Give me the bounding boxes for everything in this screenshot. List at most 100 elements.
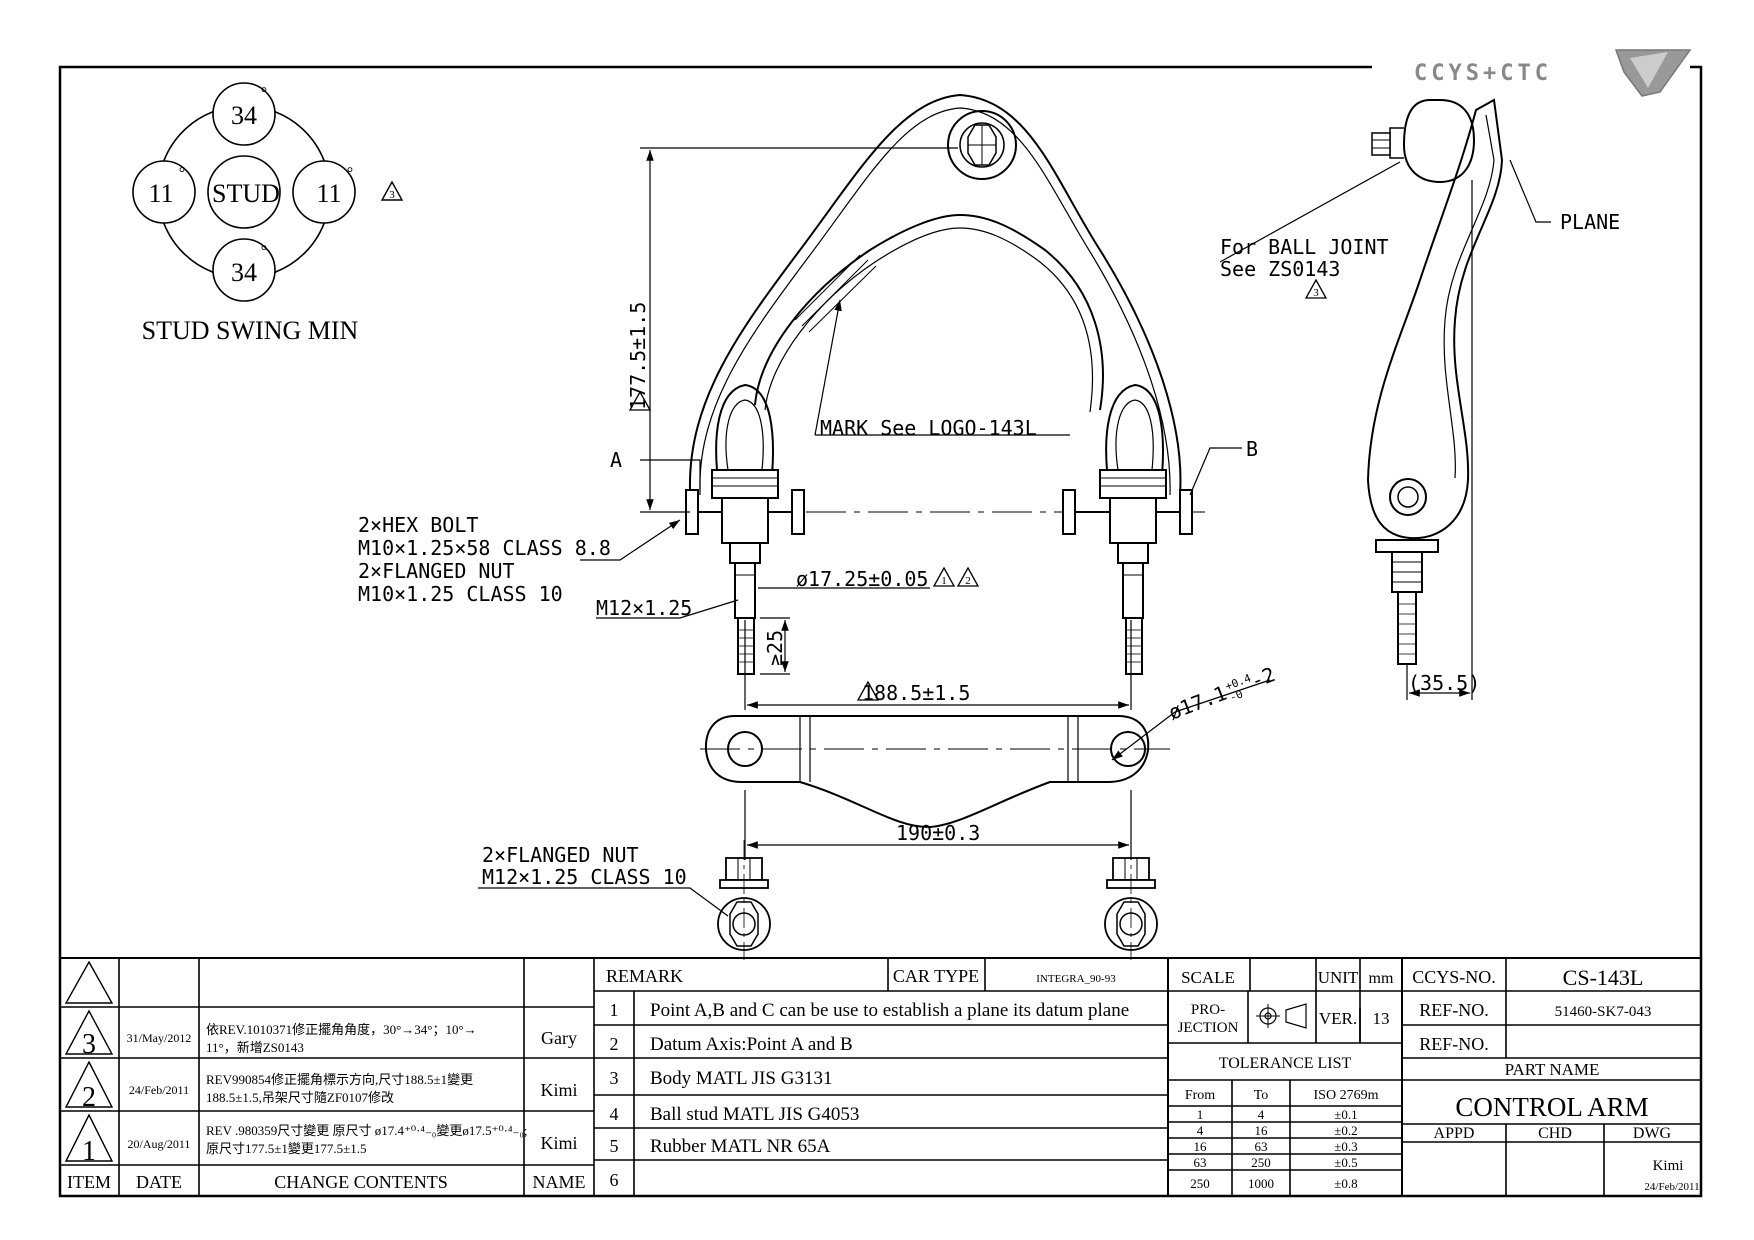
svg-text:±0.5: ±0.5 <box>1334 1155 1357 1170</box>
tolerance-title: TOLERANCE LIST <box>1219 1055 1352 1072</box>
remark-1-text: Point A,B and C can be use to establish … <box>650 1000 1129 1021</box>
svg-text:4: 4 <box>1197 1123 1204 1138</box>
scale-label: SCALE <box>1181 968 1235 987</box>
svg-text:4: 4 <box>1258 1107 1265 1122</box>
remark-1-no: 1 <box>610 1000 619 1020</box>
stud-swing-labels: 34 34 11 11 ° ° ° ° STUD 3 STUD SWING MI… <box>142 85 396 345</box>
svg-text:°: ° <box>347 165 353 182</box>
part-name-label: PART NAME <box>1505 1060 1600 1079</box>
swing-bottom-value: 34 <box>231 258 257 287</box>
flanged-nut-2-label: 2×FLANGED NUT <box>482 843 639 867</box>
part-name-value: CONTROL ARM <box>1455 1092 1648 1122</box>
rev-1-content-2: 原尺寸177.5±1變更177.5±1.5 <box>206 1141 367 1156</box>
ref-no-value: 51460-SK7-043 <box>1555 1004 1652 1020</box>
chd-label: CHD <box>1538 1125 1572 1142</box>
swing-left-value: 11 <box>148 179 173 208</box>
ball-joint-ref: See ZS0143 <box>1220 257 1340 281</box>
svg-text:CCYS+CTC: CCYS+CTC <box>1414 61 1552 86</box>
remark-2-text: Datum Axis:Point A and B <box>650 1034 853 1055</box>
sheet-border <box>58 65 1703 1198</box>
svg-text:1000: 1000 <box>1248 1176 1274 1191</box>
plane-label: PLANE <box>1560 210 1620 234</box>
svg-text:°: ° <box>261 243 267 260</box>
rev-3-date: 31/May/2012 <box>127 1031 192 1045</box>
ccys-no-label: CCYS-NO. <box>1412 967 1496 987</box>
svg-text:63: 63 <box>1194 1155 1207 1170</box>
ref-no-label: REF-NO. <box>1419 1000 1489 1020</box>
rev-header-item: ITEM <box>67 1172 111 1192</box>
svg-text:3: 3 <box>1313 287 1319 299</box>
swing-center-label: STUD <box>212 179 280 208</box>
unit-label: UNIT <box>1318 968 1359 987</box>
flanged-nut-2-spec: M12×1.25 CLASS 10 <box>482 865 687 889</box>
ver-value: 13 <box>1373 1009 1390 1028</box>
svg-text:±0.1: ±0.1 <box>1334 1107 1357 1122</box>
swing-rev-mark: 3 <box>389 189 395 201</box>
rev-2-name: Kimi <box>540 1080 577 1100</box>
drawing-annotations: A B 2×HEX BOLT M10×1.25×58 CLASS 8.8 2×F… <box>358 210 1620 889</box>
rev-header-date: DATE <box>136 1172 182 1192</box>
svg-text:ISO 2769m: ISO 2769m <box>1314 1088 1379 1103</box>
svg-text:16: 16 <box>1194 1139 1208 1154</box>
svg-text:To: To <box>1254 1088 1269 1103</box>
dwg-date: 24/Feb/2011 <box>1644 1181 1699 1193</box>
car-type-label: CAR TYPE <box>893 966 979 986</box>
projection-label-1: PRO- <box>1191 1002 1225 1018</box>
rev-1-date: 20/Aug/2011 <box>128 1137 191 1151</box>
stud-min-dim: ≥25 <box>763 630 787 666</box>
stud-dia-dim: ø17.25±0.05 <box>796 567 928 591</box>
hex-bolt-spec: M10×1.25×58 CLASS 8.8 <box>358 536 611 560</box>
rev-2-content-1: REV990854修正擺角標示方向,尺寸188.5±1變更 <box>206 1072 473 1087</box>
remarks-table: REMARK CAR TYPE INTEGRA_90-93 1 2 3 4 5 … <box>606 966 1129 1190</box>
svg-text:±0.8: ±0.8 <box>1334 1176 1357 1191</box>
stud-swing-diagram <box>132 82 404 302</box>
rev-3-name: Gary <box>541 1028 577 1048</box>
rev-header-name: NAME <box>533 1172 586 1192</box>
ccys-no-value: CS-143L <box>1563 965 1644 990</box>
svg-text:±0.3: ±0.3 <box>1334 1139 1357 1154</box>
unit-value: mm <box>1369 970 1394 987</box>
flanged-nut-1-label: 2×FLANGED NUT <box>358 559 515 583</box>
svg-text:2: 2 <box>965 575 971 587</box>
height-dim: 177.5±1.5 <box>626 302 650 410</box>
mark-logo-label: MARK See LOGO-143L <box>820 416 1037 440</box>
svg-text:250: 250 <box>1190 1176 1210 1191</box>
projection-label-2: JECTION <box>1178 1020 1239 1036</box>
appd-label: APPD <box>1434 1125 1475 1142</box>
swing-caption: STUD SWING MIN <box>142 316 359 345</box>
remark-4-text: Ball stud MATL JIS G4053 <box>650 1104 859 1125</box>
remark-4-no: 4 <box>610 1104 619 1124</box>
control-arm-front-view <box>682 93 1205 675</box>
span-main-dim: 188.5±1.5 <box>862 681 970 705</box>
swing-top-value: 34 <box>231 101 257 130</box>
part-info-block: CCYS-NO. CS-143L REF-NO. 51460-SK7-043 R… <box>1412 965 1699 1193</box>
title-block-grid <box>60 957 1701 1196</box>
car-type-value: INTEGRA_90-93 <box>1036 973 1116 985</box>
remark-5-text: Rubber MATL NR 65A <box>650 1136 831 1157</box>
company-logo: CCYS+CTC <box>1414 49 1692 97</box>
span-nut-dim: 190±0.3 <box>896 821 980 845</box>
rev-header-content: CHANGE CONTENTS <box>274 1172 448 1192</box>
control-arm-side-view <box>1366 98 1504 665</box>
svg-text:250: 250 <box>1251 1155 1271 1170</box>
svg-text:63: 63 <box>1255 1139 1268 1154</box>
ball-joint-label: For BALL JOINT <box>1220 235 1389 259</box>
dwg-label: DWG <box>1633 1125 1672 1142</box>
svg-text:-0: -0 <box>1228 687 1245 704</box>
remark-3-text: Body MATL JIS G3131 <box>650 1068 832 1089</box>
remark-6-no: 6 <box>610 1170 619 1190</box>
svg-text:From: From <box>1185 1088 1215 1103</box>
rev-1-mark: 1 <box>82 1136 96 1167</box>
point-b-label: B <box>1246 437 1258 461</box>
hole-dia-dim: ø17.1 +0.4 -0 -2 <box>1165 662 1278 725</box>
dimension-lines <box>478 147 1551 917</box>
swing-right-value: 11 <box>316 179 341 208</box>
thread-spec-label: M12×1.25 <box>596 596 692 620</box>
rev-1-name: Kimi <box>540 1133 577 1153</box>
side-offset-dim: (35.5) <box>1408 671 1480 695</box>
remark-2-no: 2 <box>610 1034 619 1054</box>
svg-text:1: 1 <box>941 575 947 587</box>
revision-triangles <box>628 278 1328 701</box>
